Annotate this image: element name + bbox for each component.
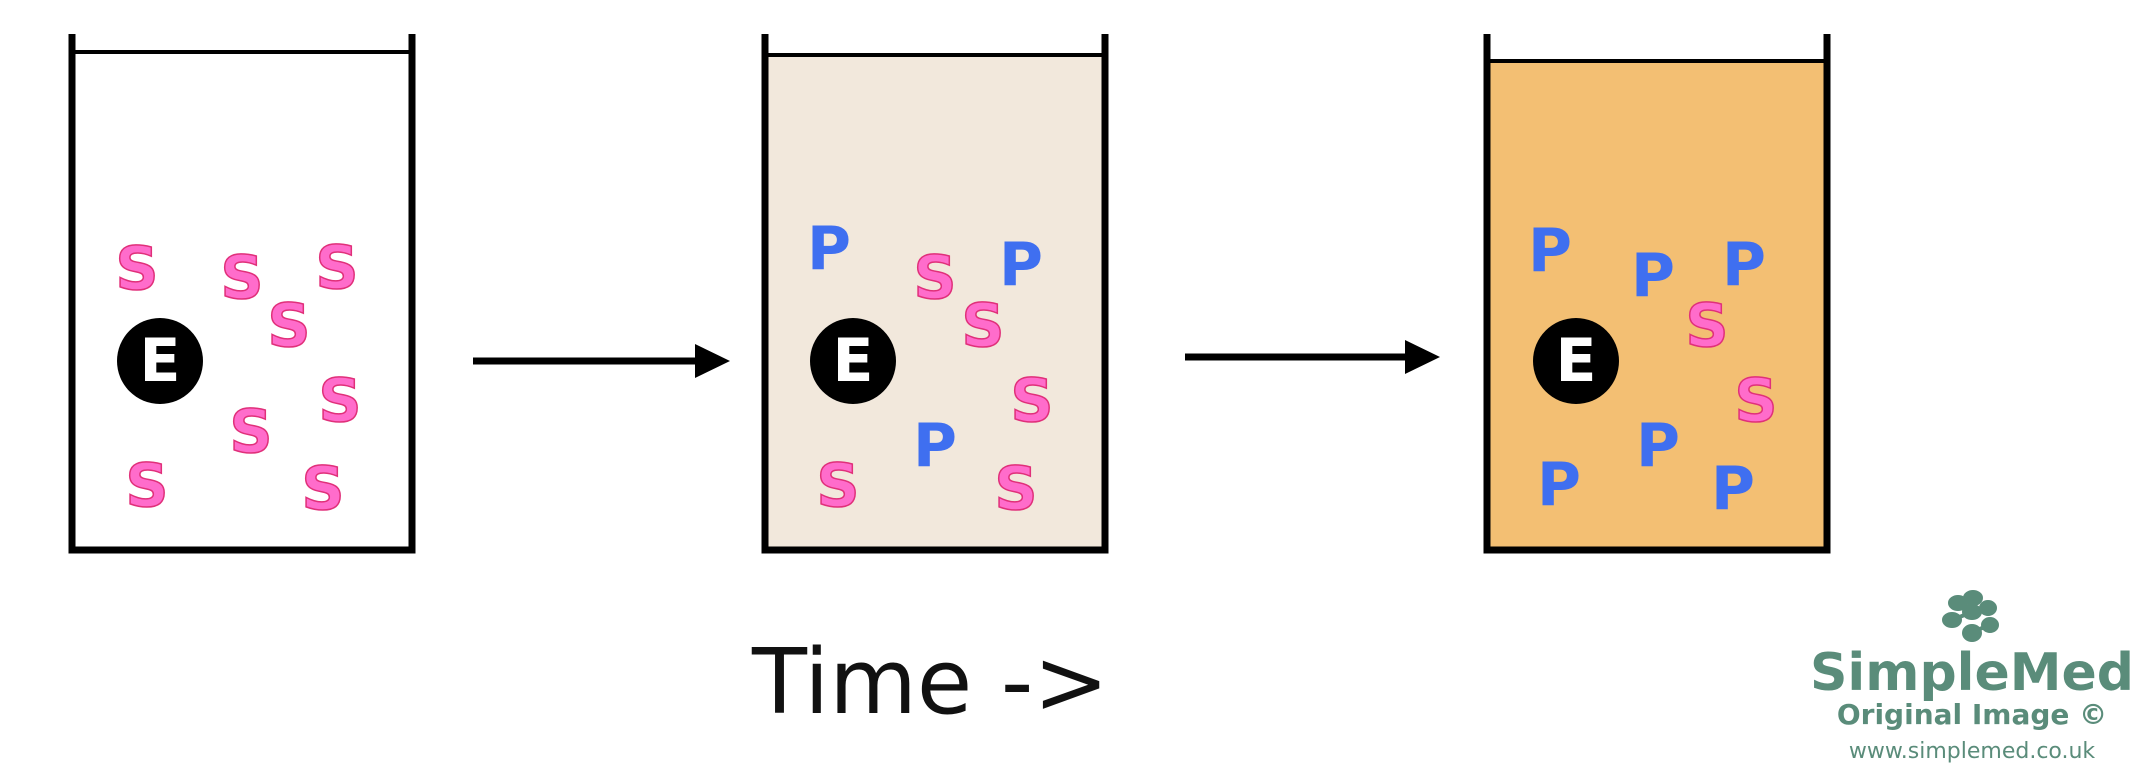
product-molecule: P [999, 230, 1043, 300]
substrate-molecule: S [318, 366, 361, 436]
substrate-molecule: S [229, 397, 272, 467]
simplemed-logo: SimpleMed Original Image © www.simplemed… [1810, 590, 2130, 764]
arrow-1 [473, 344, 730, 378]
enzyme-label: E [1556, 326, 1597, 396]
substrate-molecule: S [913, 243, 956, 313]
enzyme-label: E [833, 326, 874, 396]
substrate-molecule: S [961, 291, 1004, 361]
product-molecule: P [913, 411, 957, 481]
substrate-molecule: S [115, 234, 158, 304]
time-label: Time -> [751, 630, 1109, 735]
enzyme [810, 318, 896, 404]
beaker-wall [68, 34, 416, 554]
substrate-molecule: S [125, 451, 168, 521]
arrow-2 [1185, 340, 1440, 374]
beaker-wall [1483, 34, 1831, 554]
substrate-molecule: S [1734, 366, 1777, 436]
enzyme [117, 318, 203, 404]
substrate-molecule: S [220, 243, 263, 313]
liquid [765, 55, 1105, 550]
brand-url: www.simplemed.co.uk [1849, 739, 2096, 764]
substrate-molecule: S [994, 454, 1037, 524]
brand-subtitle: Original Image © [1837, 698, 2107, 731]
substrate-molecule: S [816, 451, 859, 521]
product-molecule: P [1711, 454, 1755, 524]
substrate-molecule: S [315, 233, 358, 303]
substrate-molecule: S [1685, 291, 1728, 361]
substrate-molecule: S [267, 291, 310, 361]
brand-name: SimpleMed [1810, 643, 2130, 703]
liquid [1487, 61, 1827, 550]
product-molecule: P [1528, 216, 1572, 286]
product-molecule: P [1537, 450, 1581, 520]
substrate-molecule: S [301, 454, 344, 524]
enzyme [1533, 318, 1619, 404]
beaker-wall [761, 34, 1109, 554]
substrate-molecule: S [1010, 366, 1053, 436]
product-molecule: P [1636, 411, 1680, 481]
product-molecule: P [1631, 241, 1675, 311]
liquid [72, 52, 412, 550]
molecule-logo-icon [1942, 590, 1999, 642]
product-molecule: P [1722, 230, 1766, 300]
enzyme-label: E [140, 326, 181, 396]
product-molecule: P [807, 214, 851, 284]
